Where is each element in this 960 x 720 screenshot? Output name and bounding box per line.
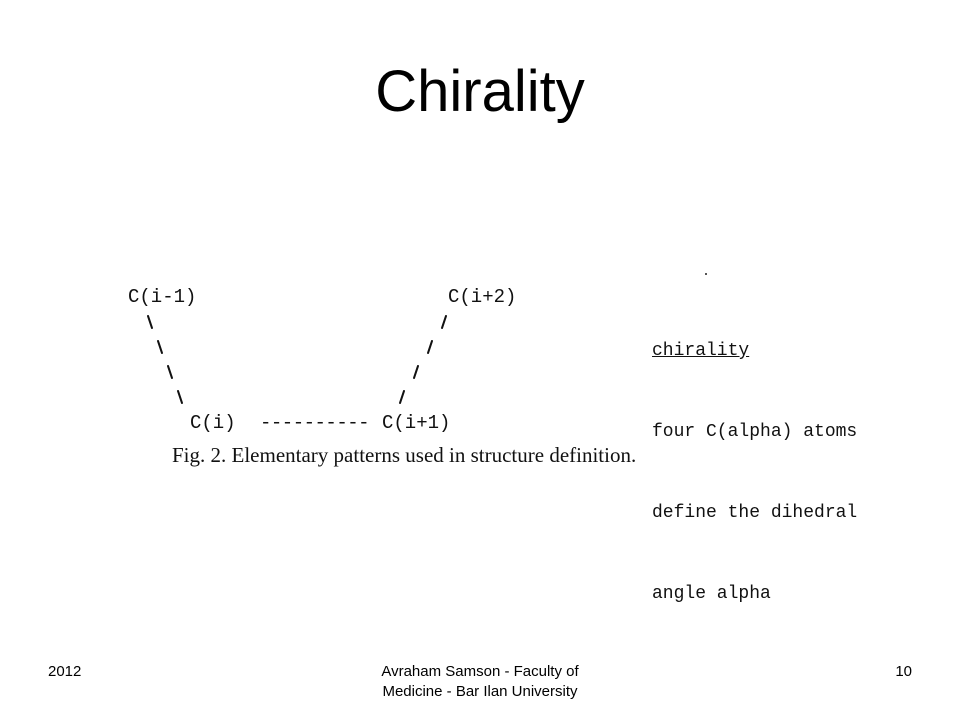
atom-label-c-i-plus-1: C(i+1) [382,412,451,434]
footer-author: Avraham Samson - Faculty of Medicine - B… [300,662,660,702]
legend-line-2: define the dihedral [652,503,858,523]
bond-dashes: ---------- [260,412,370,434]
bond-right-segment-4 [399,390,405,404]
legend-line-3: angle alpha [652,584,771,604]
bond-right-segment-3 [413,365,419,379]
footer-author-line-1: Avraham Samson - Faculty of [381,663,579,680]
figure-scan: C(i-1) C(i+2) C(i) ---------- C(i+1) chi… [120,270,900,604]
legend-line-1: four C(alpha) atoms [652,422,858,442]
bond-left-segment-3 [167,365,173,379]
scan-speck [705,273,707,275]
bond-lines [147,315,447,404]
page-number: 10 [895,663,912,680]
legend: chirality four C(alpha) atoms define the… [652,284,857,662]
bond-left-segment-4 [177,390,183,404]
atom-label-c-i-plus-2: C(i+2) [448,286,517,308]
atom-label-c-i-minus-1: C(i-1) [128,286,197,308]
bond-left-segment-2 [157,340,163,354]
legend-heading: chirality [652,341,750,361]
slide-title: Chirality [375,59,585,124]
bond-right-segment-1 [441,315,447,329]
bond-right-segment-2 [427,340,433,354]
footer-author-line-2: Medicine - Bar Ilan University [382,683,578,700]
bond-left-segment-1 [147,315,153,329]
atom-label-c-i: C(i) [190,412,236,434]
footer-year: 2012 [48,663,82,680]
figure-caption: Fig. 2. Elementary patterns used in stru… [172,443,637,467]
